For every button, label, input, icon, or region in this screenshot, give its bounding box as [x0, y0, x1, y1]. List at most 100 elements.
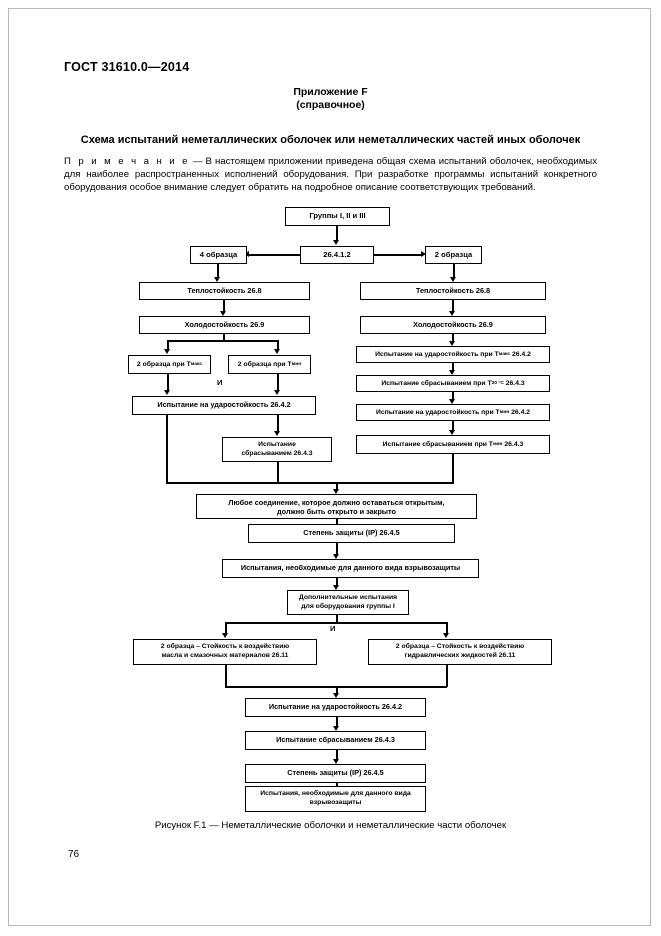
merge-bar: [166, 482, 454, 484]
arrow-down-icon: [333, 585, 339, 590]
additional-line1: Дополнительные испытания: [298, 594, 398, 602]
and-label-left: И: [217, 378, 223, 387]
connector: [166, 415, 168, 483]
right-impact-min-sub: мин: [499, 409, 510, 415]
connector: [225, 665, 227, 687]
node-clause-split: 26.4.1.2: [300, 246, 374, 264]
connector: [336, 482, 338, 491]
and-label-group1: И: [330, 624, 336, 633]
appendix-heading: Приложение F (справочное): [0, 86, 661, 112]
oil-line2: масла и смазочных материалов 26.11: [161, 652, 289, 659]
node-left-samples: 4 образца: [190, 246, 247, 264]
connector: [452, 421, 454, 432]
connector: [374, 254, 422, 256]
sample-tmax-sub: макс: [190, 361, 203, 367]
connector: [277, 340, 279, 350]
arrow-down-icon: [449, 430, 455, 435]
connector: [225, 622, 447, 624]
joint-line2: должно быть открыто и закрыто: [277, 506, 396, 516]
arrow-down-icon: [449, 399, 455, 404]
arrow-down-icon: [449, 311, 455, 316]
connector: [336, 615, 338, 624]
connector: [446, 665, 448, 687]
connector: [336, 717, 338, 728]
connector: [248, 254, 300, 256]
node-right-samples: 2 образца: [425, 246, 482, 264]
figure-caption: Рисунок F.1 — Неметаллические оболочки и…: [154, 820, 507, 831]
right-dropmin-sub: мин: [492, 441, 503, 447]
connector: [336, 750, 338, 761]
node-ip-common: Степень защиты (IP) 26.4.5: [248, 524, 455, 543]
connector: [277, 415, 279, 433]
connector: [336, 578, 338, 587]
node-additional-group1: Дополнительные испытания для оборудовани…: [287, 590, 409, 615]
right-dropmin-pre: Испытание сбрасыванием при Т: [382, 440, 493, 448]
arrow-down-icon: [449, 341, 455, 346]
node-group1-impact: Испытание на ударостойкость 26.4.2: [245, 698, 426, 717]
connector: [336, 686, 338, 695]
hydraulic-line1: 2 образца – Стойкость к воздействию: [395, 643, 525, 651]
section-title: Схема испытаний неметаллических оболочек…: [80, 134, 581, 146]
arrow-down-icon: [333, 726, 339, 731]
note-paragraph: П р и м е ч а н и е — В настоящем прилож…: [64, 155, 597, 195]
arrow-right-icon: [421, 251, 426, 257]
node-joint: Любое соединение, которое должно остават…: [196, 494, 477, 519]
joint-line1: Любое соединение, которое должно остават…: [228, 497, 445, 507]
right-dropmin-post: 26.4.3: [504, 440, 524, 448]
appendix-kind: (справочное): [296, 99, 365, 111]
node-group1-ip: Степень защиты (IP) 26.4.5: [245, 764, 426, 783]
connector: [336, 226, 338, 241]
connector: [452, 392, 454, 401]
connector: [223, 334, 225, 342]
connector: [336, 543, 338, 555]
node-left-impact: Испытание на ударостойкость 26.4.2: [132, 396, 316, 415]
note-dash: —: [192, 156, 203, 167]
connector: [336, 519, 338, 528]
page-border: [8, 8, 651, 926]
node-group1-drop: Испытание сбрасыванием 26.4.3: [245, 731, 426, 750]
sample-tmin-sub: мин: [291, 361, 302, 367]
connector: [277, 462, 279, 483]
arrow-down-icon: [274, 431, 280, 436]
node-left-drop: Испытание сбрасыванием 26.4.3: [222, 437, 332, 462]
note-label: П р и м е ч а н и е: [64, 156, 190, 167]
node-groups: Группы I, II и III: [285, 207, 390, 226]
group1-explosion-line2: взрывозащиты: [309, 799, 362, 806]
note-text: В настоящем приложении приведена общая с…: [64, 156, 597, 194]
right-impact-max-pre: Испытание на ударостойкость при Т: [375, 350, 499, 358]
arrow-down-icon: [214, 277, 220, 282]
left-drop-line2: сбрасыванием 26.4.3: [241, 449, 313, 457]
connector: [167, 340, 279, 342]
left-drop-line1: Испытание: [258, 441, 296, 449]
arrow-down-icon: [449, 370, 455, 375]
right-impact-max-sub: макс: [498, 351, 511, 357]
connector: [446, 622, 448, 634]
arrow-down-icon: [333, 240, 339, 245]
arrow-down-icon: [164, 349, 170, 354]
node-left-cold: Холодостойкость 26.9: [139, 316, 310, 334]
arrow-down-icon: [443, 633, 449, 638]
node-oil-resistance: 2 образца – Стойкость к воздействию масл…: [133, 639, 317, 665]
arrow-down-icon: [450, 277, 456, 282]
right-impact-min-post: 26.4.2: [511, 408, 531, 416]
arrow-down-icon: [274, 349, 280, 354]
connector: [167, 374, 169, 392]
arrow-down-icon: [274, 390, 280, 395]
group1-explosion-line1: Испытания, необходимые для данного вида: [260, 790, 411, 798]
oil-line1: 2 образца – Стойкость к воздействию: [160, 643, 290, 651]
right-impact-max-post: 26.4.2: [512, 350, 531, 358]
node-left-heat: Теплостойкость 26.8: [139, 282, 310, 300]
node-group1-explosion: Испытания, необходимые для данного вида …: [245, 786, 426, 812]
node-right-heat: Теплостойкость 26.8: [360, 282, 546, 300]
arrow-down-icon: [333, 759, 339, 764]
connector: [225, 622, 227, 634]
standard-header: ГОСТ 31610.0—2014: [64, 60, 190, 74]
connector: [223, 300, 225, 312]
connector: [452, 363, 454, 372]
connector: [452, 300, 454, 312]
